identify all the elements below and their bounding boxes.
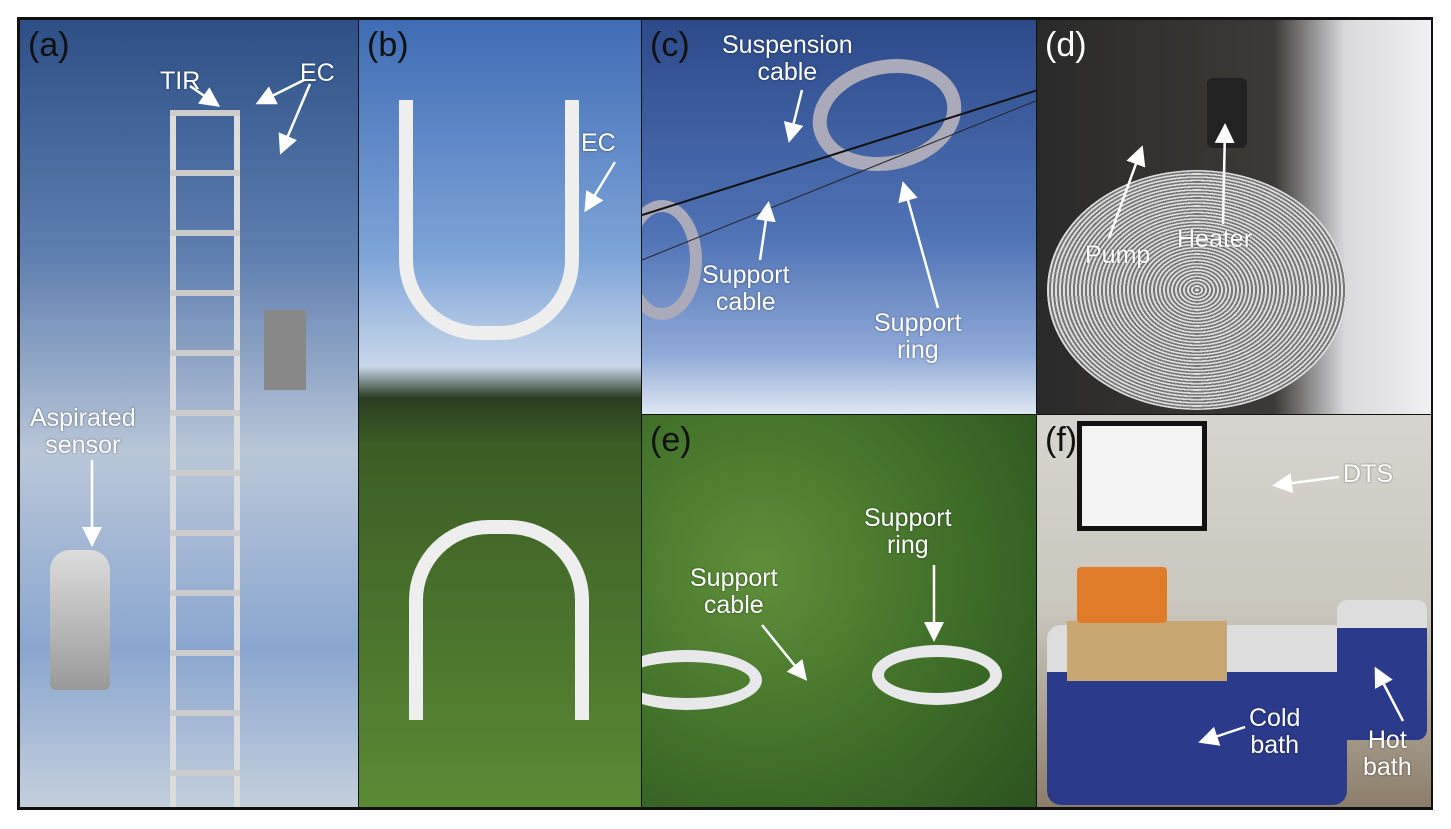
- panel-label: (c): [650, 26, 690, 64]
- panel-label: (a): [28, 26, 70, 64]
- annotation-suspension-cable: Suspension cable: [722, 31, 853, 86]
- panel-label: (b): [367, 26, 409, 64]
- annotation-cold-bath: Cold bath: [1249, 704, 1301, 759]
- aspirated-sensor: [50, 550, 110, 690]
- annotation-pump: Pump: [1085, 241, 1151, 269]
- figure-frame: (a) TIR EC Aspirated sensor (b) EC (c) S…: [17, 17, 1433, 810]
- support-ring: [872, 645, 1002, 705]
- annotation-ec: EC: [581, 129, 616, 157]
- tower: [170, 110, 240, 807]
- annotation-dts: DTS: [1343, 460, 1393, 488]
- anemometer-top: [399, 100, 579, 340]
- annotation-support-cable: Support cable: [702, 261, 790, 316]
- anemometer-bottom: [409, 520, 589, 720]
- panel-label: (e): [650, 421, 692, 459]
- annotation-hot-bath: Hot bath: [1363, 726, 1412, 781]
- box: [264, 310, 306, 390]
- annotation-support-ring: Support ring: [864, 504, 952, 559]
- heater: [1207, 78, 1247, 148]
- panel-label: (d): [1045, 26, 1087, 64]
- annotation-aspirated-sensor: Aspirated sensor: [30, 404, 136, 459]
- panel-f-container-photo: (f) DTS Cold bath Hot bath: [1036, 414, 1431, 808]
- support-ring-2: [642, 650, 762, 710]
- panel-c-cable-photo: (c) Suspension cable Support cable Suppo…: [641, 19, 1037, 415]
- monitor: [1077, 421, 1207, 531]
- panel-a-tower-photo: (a) TIR EC Aspirated sensor: [19, 19, 359, 808]
- panel-b-ec-photo: (b) EC: [358, 19, 642, 808]
- orange-case: [1077, 567, 1167, 623]
- panel-label: (f): [1045, 421, 1078, 459]
- hot-bath: [1337, 600, 1427, 740]
- annotation-ec: EC: [300, 59, 335, 87]
- panel-e-grass-photo: (e) Support cable Support ring: [641, 414, 1037, 808]
- annotation-tir: TIR: [160, 67, 201, 95]
- cable-coil: [1047, 170, 1347, 410]
- support-ring-2: [642, 200, 702, 320]
- annotation-support-cable: Support cable: [690, 564, 778, 619]
- annotation-support-ring: Support ring: [874, 309, 962, 364]
- panel-d-cooler-photo: (d) Pump Heater: [1036, 19, 1431, 415]
- annotation-heater: Heater: [1177, 225, 1253, 253]
- box: [1067, 621, 1227, 681]
